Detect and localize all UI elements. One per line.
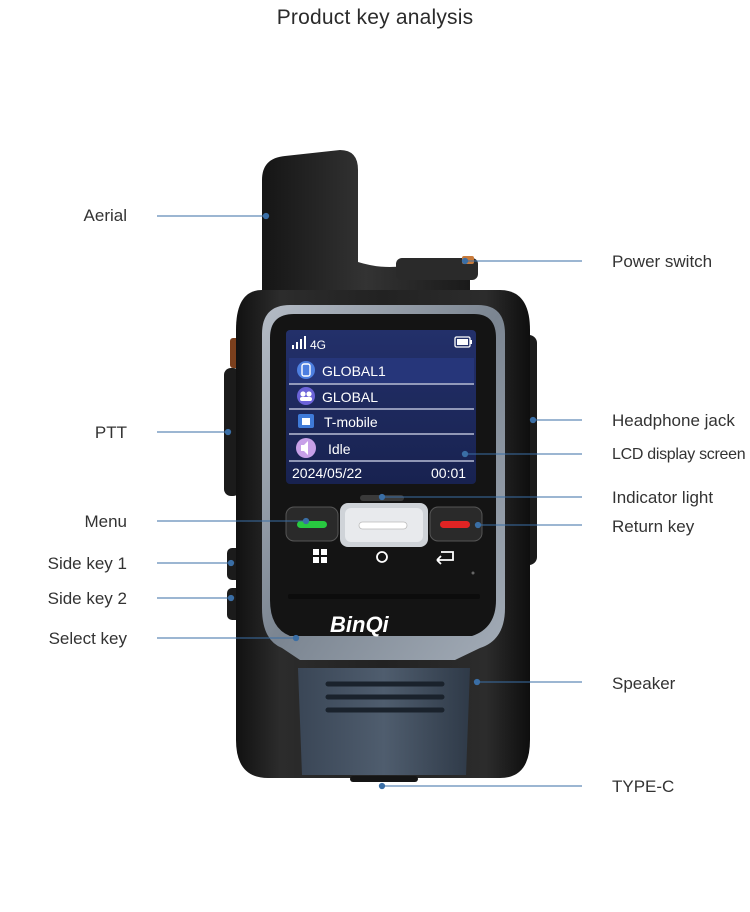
date-text: 2024/05/22 <box>292 465 362 481</box>
home-circle-icon <box>376 551 388 563</box>
power-knob <box>396 258 478 280</box>
svg-text:GLOBAL1: GLOBAL1 <box>322 363 386 379</box>
label-lcd-display-screen: LCD display screen <box>612 446 746 463</box>
network-label: 4G <box>310 338 326 352</box>
label-speaker: Speaker <box>612 674 676 693</box>
label-ptt: PTT <box>94 423 127 442</box>
antenna <box>262 150 470 310</box>
brand-logo: BinQi <box>330 612 390 637</box>
svg-text:Idle: Idle <box>328 441 351 457</box>
label-indicator-light: Indicator light <box>612 488 714 507</box>
label-power-switch: Power switch <box>612 252 713 271</box>
label-side-key-1: Side key 1 <box>47 554 127 573</box>
label-side-key-2: Side key 2 <box>47 589 127 608</box>
group-icon <box>297 387 315 405</box>
page-title: Product key analysis <box>276 6 474 29</box>
screen-row-4: Idle <box>296 438 351 458</box>
menu-grid-icon <box>313 549 327 563</box>
label-select-key: Select key <box>48 629 127 648</box>
type-c-port <box>350 776 418 782</box>
svg-text:T-mobile: T-mobile <box>324 414 378 430</box>
screen-row-2: GLOBAL <box>297 387 378 405</box>
screen-row-1: GLOBAL1 <box>289 358 474 383</box>
label-return-key: Return key <box>612 517 695 536</box>
label-type-c: TYPE-C <box>612 777 675 796</box>
screen-row-3: T-mobile <box>298 414 378 430</box>
label-menu: Menu <box>84 512 127 531</box>
battery-icon <box>454 336 472 348</box>
label-headphone-jack: Headphone jack <box>612 411 735 430</box>
signal-icon <box>292 336 306 349</box>
svg-text:GLOBAL: GLOBAL <box>322 389 378 405</box>
return-arrow-icon <box>436 551 454 565</box>
speaker-grille <box>325 681 445 713</box>
time-text: 00:01 <box>431 465 466 481</box>
label-aerial: Aerial <box>83 206 127 225</box>
